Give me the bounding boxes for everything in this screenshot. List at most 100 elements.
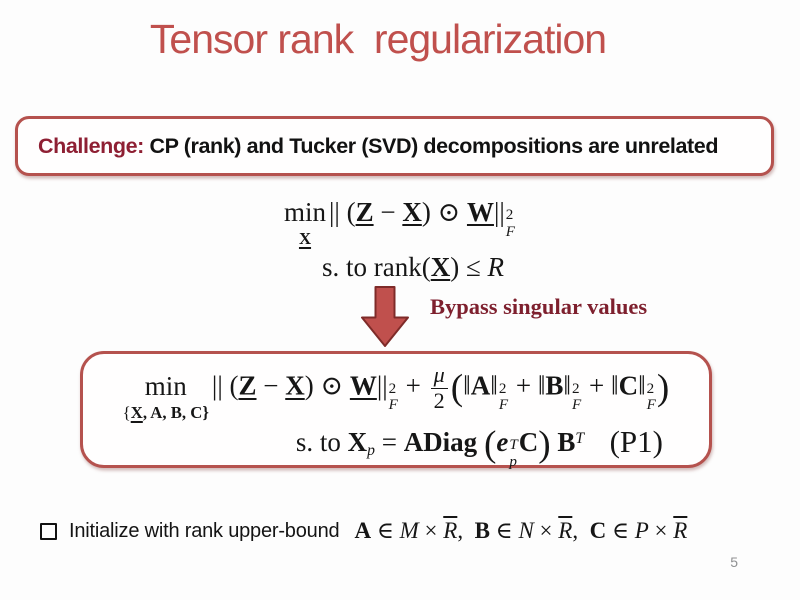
tok-sup-2: 2 (505, 207, 514, 224)
tok-in: ∈ (371, 518, 400, 543)
tok-norm-bar: ‖ (563, 370, 572, 401)
tok-times: × (533, 518, 559, 543)
tok-R-bar: R (443, 518, 458, 543)
tok-subject-to: s. to rank( (321, 251, 431, 282)
tok-dim-P: P (634, 518, 649, 543)
tok-matrix-B: B (545, 370, 564, 401)
tok-ADiag: ADiag (403, 427, 478, 458)
tok-tensor-X: X (130, 402, 143, 422)
min-subscript: X (298, 229, 312, 248)
formula-constraint-line: s. to rank(X) ≤ R (0, 252, 800, 283)
tok-plus: + (509, 370, 538, 401)
tok-matrix-C: C (618, 370, 639, 401)
tok-mu: μ (430, 362, 448, 389)
tok-R-bar: R (673, 518, 688, 543)
tok-times: × (418, 518, 444, 543)
tok-rank-R: R (487, 251, 505, 282)
tok-norm-close: || (493, 197, 505, 227)
tok-2: 2 (433, 387, 445, 413)
tok-space (477, 427, 484, 457)
tok-norm-bar: ‖ (463, 370, 471, 401)
tok-matrix-A: A (354, 518, 372, 543)
tok-matrix-A: A (470, 370, 491, 401)
tok-sub-F: F (572, 397, 582, 414)
tok-norm-close: || (376, 370, 388, 401)
tok-norm-bar: ‖ (490, 370, 498, 401)
tok-sup-2: 2 (646, 380, 655, 397)
tok-hadamard: ) ⊙ (304, 370, 350, 401)
tok-R-bar: R (558, 518, 573, 543)
initialize-bullet-line: Initialize with rank upper-bound A ∈ M × … (40, 518, 687, 544)
tok-tensor-W: W (349, 370, 377, 401)
tok-dim-M: M (399, 518, 419, 543)
tok-plus: + (582, 370, 611, 401)
challenge-label: Challenge: (38, 133, 144, 158)
tok-brace-open: { (122, 402, 131, 422)
tok-matrix-C: C (518, 427, 539, 458)
challenge-text: CP (rank) and Tucker (SVD) decomposition… (143, 133, 719, 158)
tok-tensor-X: X (430, 251, 451, 282)
tok-sup-2: 2 (388, 380, 397, 397)
tok-big-paren-close: ) (656, 367, 670, 409)
rank-upper-bound-math: A ∈ M × R, B ∈ N × R, C ∈ P × R (354, 518, 687, 544)
tok-hadamard: ) ⊙ (421, 197, 467, 227)
challenge-box: Challenge: CP (rank) and Tucker (SVD) de… (15, 116, 774, 176)
tok-paren-open: ( (483, 424, 497, 466)
tok-min: min (144, 370, 187, 401)
tok-tensor-Z: Z (238, 370, 257, 401)
tok-in: ∈ (606, 518, 635, 543)
tok-equals: = (374, 427, 404, 458)
tok-sub-p: p (367, 442, 375, 460)
tok-sup-2: 2 (498, 380, 507, 397)
tok-plus: + (398, 370, 428, 401)
tok-tensor-X: X (402, 197, 422, 227)
tok-norm-bar: ‖ (537, 370, 546, 401)
tok-matrix-B: B (474, 518, 490, 543)
min-operator: min{X, A, B, C} (123, 371, 209, 422)
tok-comma: , (457, 518, 475, 543)
tok-tensor-Z: Z (355, 197, 374, 227)
initialize-text: Initialize with rank upper-bound (69, 519, 340, 542)
tok-minus: − (373, 197, 403, 227)
tok-sup-T: T (575, 430, 585, 448)
tok-basis-e: e (496, 427, 509, 458)
down-arrow-shape (361, 286, 409, 347)
tok-norm-bar: ‖ (610, 370, 619, 401)
tok-sub-F: F (388, 397, 398, 414)
equation-tag-P1: (P1) (609, 424, 663, 459)
tok-matrix-B: B (557, 427, 576, 458)
tok-comma: , (572, 518, 590, 543)
tok-matrices-ABC: , A, B, C} (142, 402, 209, 422)
tok-sup-T: T (509, 437, 518, 454)
tok-sub-F: F (505, 223, 515, 240)
min-subscript: {X, A, B, C} (122, 402, 209, 422)
square-bullet-icon (40, 522, 57, 540)
slide-title: Tensor rank regularization (149, 16, 607, 62)
tok-paren-close: ) (538, 424, 551, 466)
tok-tensor-X: X (298, 229, 312, 248)
page-number: 5 (730, 554, 738, 570)
tok-times: × (648, 518, 674, 543)
tok-sub-p: p (509, 453, 517, 470)
tok-tensor-X: X (285, 370, 305, 401)
tok-norm-open: || ( (329, 197, 356, 227)
tok-sub-F: F (498, 397, 509, 414)
tok-dim-N: N (518, 518, 534, 543)
bypass-singular-values-label: Bypass singular values (430, 294, 648, 319)
tok-sub-F: F (646, 397, 656, 414)
down-arrow-icon (361, 286, 409, 347)
tok-subject-to: s. to (295, 427, 348, 458)
tok-minus: − (256, 370, 286, 401)
